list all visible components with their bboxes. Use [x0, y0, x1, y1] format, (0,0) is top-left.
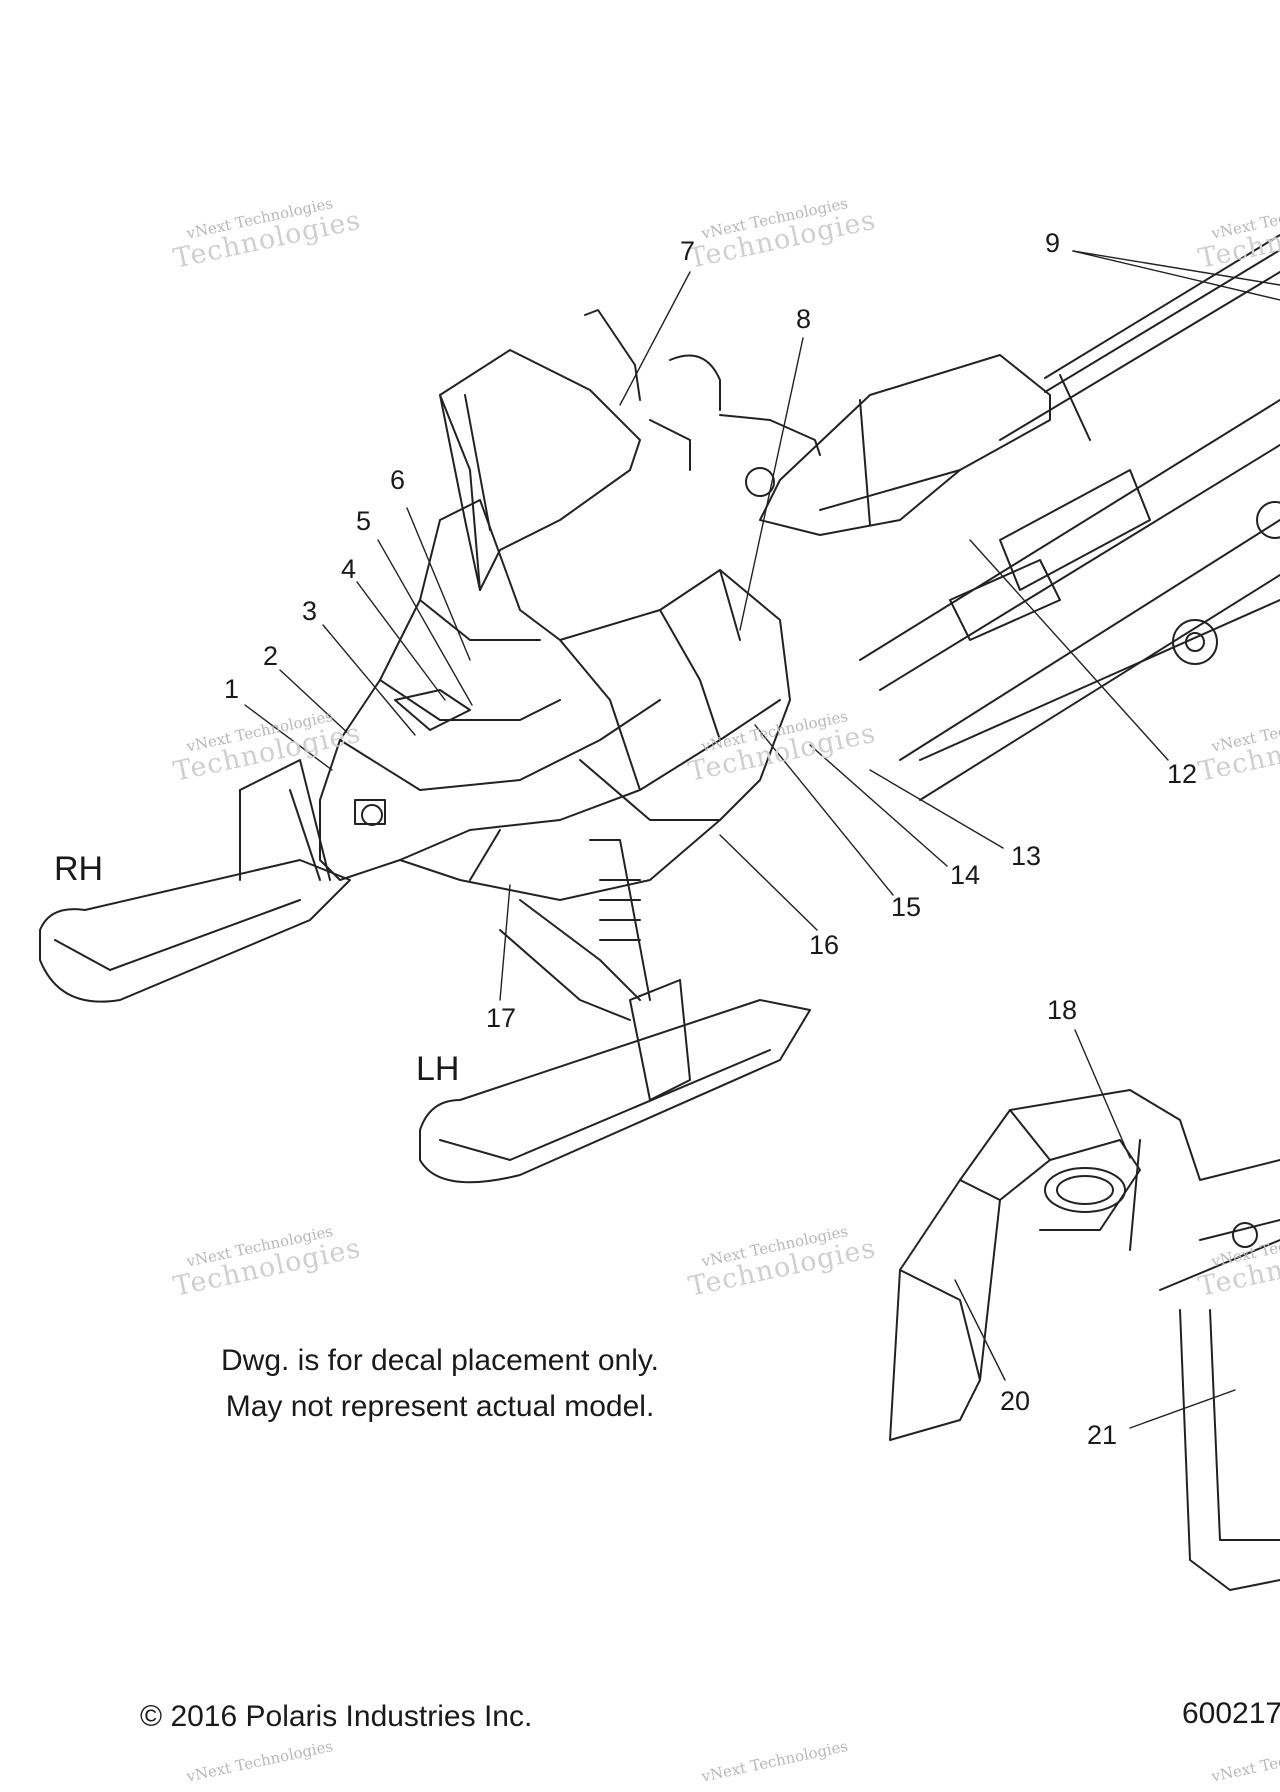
right-hand-label: RH: [54, 850, 104, 888]
placement-note-line-2: May not represent actual model.: [225, 1390, 655, 1423]
callout-16: 16: [809, 930, 840, 960]
placement-note-line-1: Dwg. is for decal placement only.: [221, 1344, 659, 1377]
seat-drawing: [759, 354, 1051, 536]
callout-12: 12: [1167, 759, 1198, 789]
windshield-drawing: [439, 349, 641, 591]
callout-6: 6: [390, 465, 406, 495]
callout-8: 8: [796, 304, 812, 334]
callout-21: 21: [1087, 1420, 1118, 1450]
handlebar-drawing: [584, 309, 821, 497]
callout-14: 14: [950, 860, 981, 890]
left-ski-drawing: [419, 839, 811, 1184]
callout-20: 20: [1000, 1386, 1031, 1416]
leader-lines: [244, 250, 1280, 1429]
drawing-number: 600217: [1182, 1697, 1280, 1730]
copyright-text: © 2016 Polaris Industries Inc.: [140, 1700, 533, 1733]
left-hand-label: LH: [416, 1050, 460, 1088]
callout-2: 2: [263, 641, 279, 671]
callout-15: 15: [891, 892, 922, 922]
callout-1: 1: [224, 674, 240, 704]
callout-3: 3: [302, 596, 318, 626]
right-ski-drawing: [39, 759, 351, 1003]
callout-18: 18: [1047, 995, 1078, 1025]
inset-hood-drawing: [889, 1089, 1280, 1591]
hood-drawing: [319, 499, 791, 901]
callout-4: 4: [341, 554, 357, 584]
callout-5: 5: [356, 506, 372, 536]
tunnel-drawing: [859, 234, 1280, 801]
callout-9: 9: [1045, 228, 1061, 258]
callout-7: 7: [680, 236, 696, 266]
callout-17: 17: [486, 1003, 517, 1033]
callout-13: 13: [1011, 841, 1042, 871]
